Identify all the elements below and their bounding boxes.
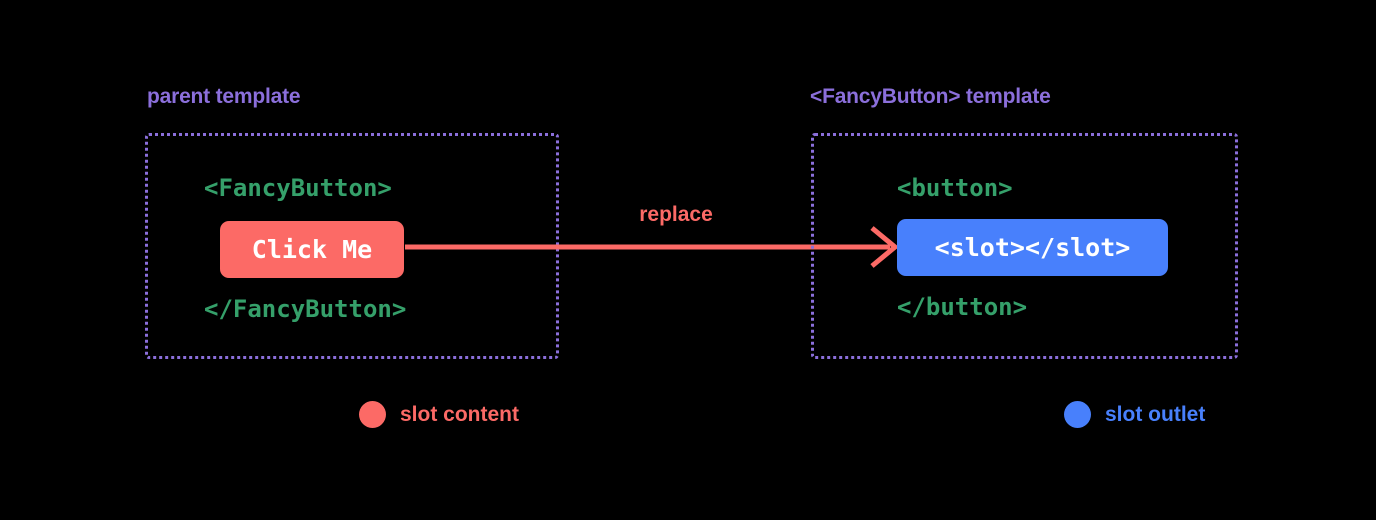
- replace-arrow: [405, 226, 899, 268]
- arrow-head-icon: [870, 226, 899, 268]
- legend-item-slot-content: slot content: [359, 401, 519, 428]
- legend-label-slot-outlet: slot outlet: [1105, 403, 1206, 426]
- fancybutton-template-box: [811, 133, 1238, 359]
- code-line-close-fancybutton: </FancyButton>: [204, 295, 407, 323]
- slot-content-chip[interactable]: Click Me: [220, 221, 404, 278]
- code-line-open-button: <button>: [897, 174, 1013, 202]
- parent-template-heading: parent template: [147, 85, 301, 108]
- slot-outlet-swatch-icon: [1064, 401, 1091, 428]
- code-line-close-button: </button>: [897, 293, 1028, 321]
- legend-label-slot-content: slot content: [400, 403, 519, 426]
- code-line-open-fancybutton: <FancyButton>: [204, 174, 392, 202]
- fancybutton-template-heading: <FancyButton> template: [810, 85, 1051, 108]
- slot-content-swatch-icon: [359, 401, 386, 428]
- legend-item-slot-outlet: slot outlet: [1064, 401, 1205, 428]
- slot-outlet-chip[interactable]: <slot></slot>: [897, 219, 1168, 276]
